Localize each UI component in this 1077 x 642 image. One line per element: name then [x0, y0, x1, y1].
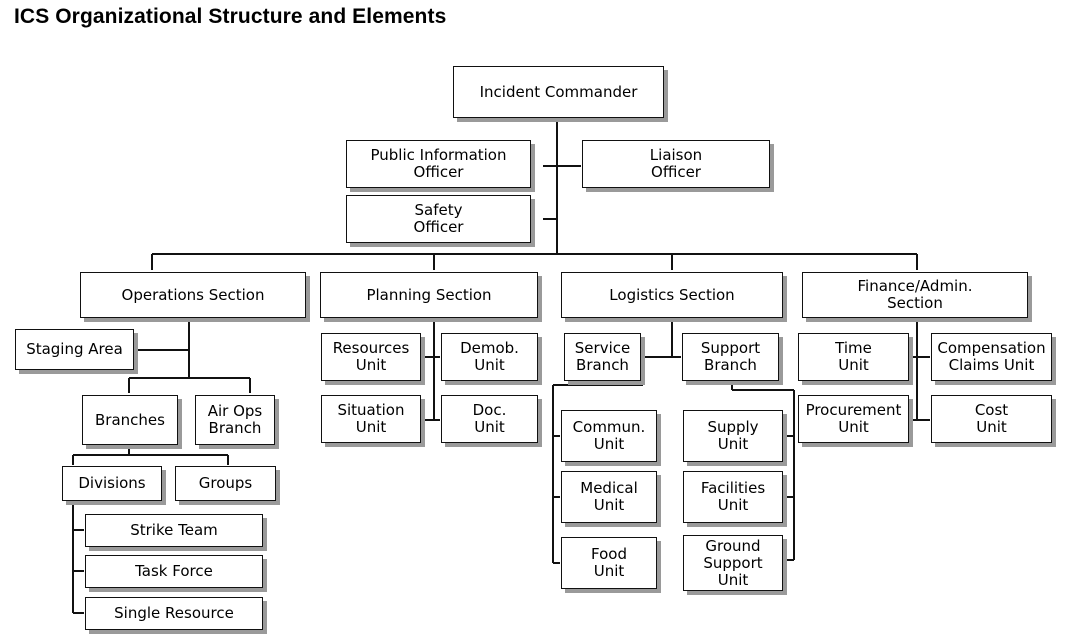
ground-support-unit-box: Ground Support Unit	[683, 535, 783, 591]
planning-section-box: Planning Section	[320, 272, 538, 318]
safety-officer-box: Safety Officer	[346, 195, 531, 243]
service-branch-box: Service Branch	[564, 333, 641, 381]
resources-unit-box: Resources Unit	[321, 333, 421, 381]
support-branch-box: Support Branch	[682, 333, 779, 381]
page-title: ICS Organizational Structure and Element…	[14, 5, 447, 28]
staging-area-box: Staging Area	[15, 329, 134, 370]
situation-unit-box: Situation Unit	[321, 395, 421, 443]
liaison-officer-box: Liaison Officer	[582, 140, 770, 188]
doc-unit-box: Doc. Unit	[441, 395, 538, 443]
branches-box: Branches	[82, 395, 178, 445]
commun-unit-box: Commun. Unit	[561, 410, 657, 462]
supply-unit-box: Supply Unit	[683, 410, 783, 462]
task-force-box: Task Force	[85, 555, 263, 588]
air-ops-branch-box: Air Ops Branch	[195, 395, 275, 445]
groups-box: Groups	[175, 466, 276, 501]
finance-admin-section-box: Finance/Admin. Section	[802, 272, 1028, 318]
strike-team-box: Strike Team	[85, 514, 263, 547]
medical-unit-box: Medical Unit	[561, 471, 657, 523]
divisions-box: Divisions	[62, 466, 162, 501]
demob-unit-box: Demob. Unit	[441, 333, 538, 381]
logistics-section-box: Logistics Section	[561, 272, 783, 318]
operations-section-box: Operations Section	[80, 272, 306, 318]
public-information-officer-box: Public Information Officer	[346, 140, 531, 188]
incident-commander-box: Incident Commander	[453, 66, 664, 118]
compensation-claims-unit-box: Compensation Claims Unit	[931, 333, 1052, 381]
procurement-unit-box: Procurement Unit	[798, 395, 909, 443]
single-resource-box: Single Resource	[85, 597, 263, 630]
facilities-unit-box: Facilities Unit	[683, 471, 783, 523]
food-unit-box: Food Unit	[561, 537, 657, 589]
cost-unit-box: Cost Unit	[931, 395, 1052, 443]
time-unit-box: Time Unit	[798, 333, 909, 381]
